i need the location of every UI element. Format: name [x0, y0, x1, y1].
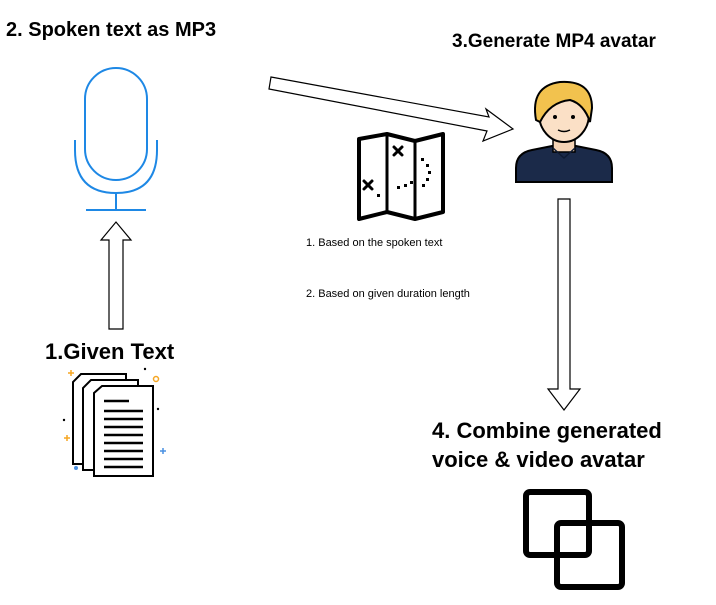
documents-icon — [72, 373, 154, 477]
arrow-down-avatar-to-combine — [546, 198, 582, 411]
step3-title: 3.Generate MP4 avatar — [452, 31, 656, 52]
step4-title-line1: 4. Combine generated — [432, 418, 662, 443]
step1-title: 1.Given Text — [45, 339, 175, 364]
arrow-up-text-to-mic — [99, 221, 133, 330]
step4-title-line2: voice & video avatar — [432, 447, 645, 472]
note-spoken-text: 1. Based on the spoken text — [306, 237, 443, 249]
microphone-icon — [74, 67, 158, 211]
note-duration: 2. Based on given duration length — [306, 288, 470, 300]
sparkle-decoration — [62, 367, 166, 470]
step2-title: 2. Spoken text as MP3 — [6, 19, 217, 41]
avatar-icon — [515, 80, 613, 183]
combine-icon — [523, 489, 625, 590]
map-icon — [357, 132, 445, 221]
arrow-mic-to-avatar — [268, 76, 515, 143]
